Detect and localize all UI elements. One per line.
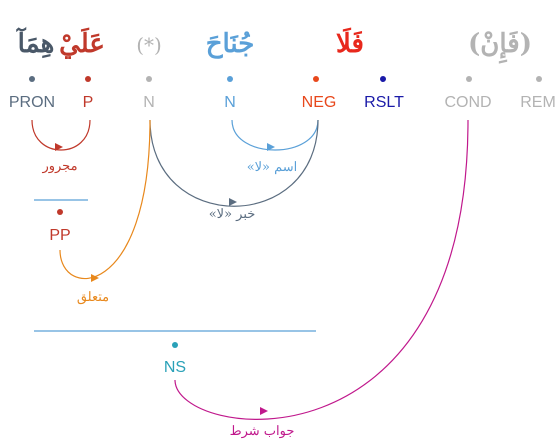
arrowhead-ism-la <box>267 143 275 151</box>
word-star: (*) <box>136 33 162 57</box>
word-rem-cond: (فَإِنْ) <box>468 29 532 65</box>
word-junah: جُنَاحَ <box>206 29 255 59</box>
word-fala: فَلَا <box>336 27 364 59</box>
arc-khabar-la <box>149 119 319 207</box>
dot-neg <box>313 76 319 82</box>
tag-ns: NS <box>164 359 186 376</box>
tag-pp: PP <box>49 227 70 244</box>
dot-pron <box>29 76 35 82</box>
dot-ns <box>172 342 178 348</box>
tag-pron: PRON <box>9 94 55 111</box>
arrowhead-majrur <box>55 143 63 151</box>
tag-p: P <box>83 94 94 111</box>
arrowhead-mutaallaq <box>91 274 99 282</box>
tag-n2: N <box>224 94 236 111</box>
dot-rslt <box>380 76 386 82</box>
dot-n1 <box>146 76 152 82</box>
label-mutaallaq: متعلق <box>77 290 109 305</box>
dot-n2 <box>227 76 233 82</box>
tag-rem: REM <box>520 94 556 111</box>
tag-rslt: RSLT <box>364 94 404 111</box>
arc-mutaallaq <box>59 119 151 280</box>
dot-cond <box>466 76 472 82</box>
arrowhead-khabar-la <box>229 198 237 206</box>
tag-n1: N <box>143 94 155 111</box>
arrowhead-jawab-shart <box>260 407 268 415</box>
label-khabar-la: خبر «لا» <box>209 207 256 222</box>
tag-neg: NEG <box>302 94 337 111</box>
arc-majrur <box>31 119 91 151</box>
label-majrur: مجرور <box>41 159 77 174</box>
tag-cond: COND <box>444 94 491 111</box>
label-ism-la: اسم «لا» <box>247 160 298 175</box>
word-alayhima-hima: هِمَآ <box>16 26 55 59</box>
dot-rem <box>536 76 542 82</box>
dot-pp <box>57 209 63 215</box>
arc-ism-la <box>231 119 319 151</box>
word-alayhima-ala: عَلَيْ <box>59 27 105 59</box>
dot-p <box>85 76 91 82</box>
label-jawab-shart: جواب شرط <box>230 424 295 439</box>
arc-jawab-shart <box>174 119 469 420</box>
